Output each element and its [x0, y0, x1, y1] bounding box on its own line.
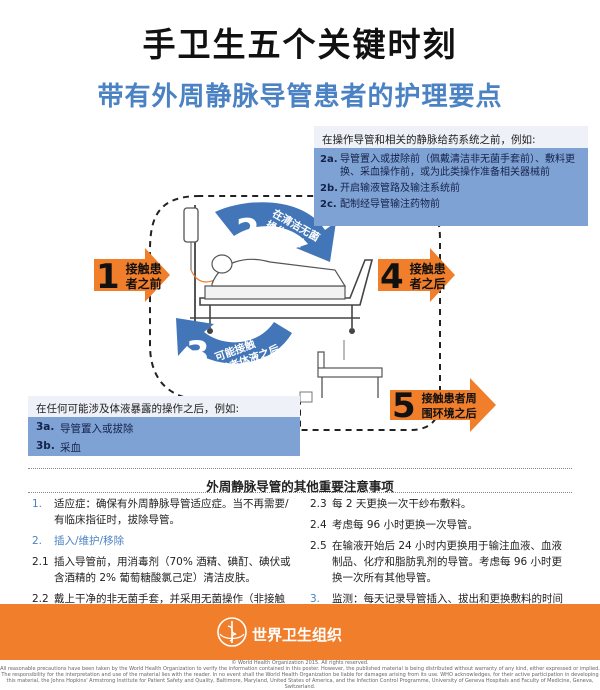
moment-3: 3 可能接触 患者体液之后	[186, 331, 281, 377]
moment-4-label: 接触患 者之后	[410, 262, 446, 292]
moment-2: 2 在清洁无菌 操作之前	[236, 208, 321, 252]
exposure-item-text: 采血	[60, 442, 81, 454]
note-item: 2.5 在输液开始后 24 小时内更换用于输注血液、血液制品、化疗和脂肪乳剂的导…	[310, 538, 572, 586]
aseptic-item-code: 2b.	[320, 183, 338, 194]
exposure-item-code: 3b.	[36, 440, 55, 452]
who-logo-icon	[217, 617, 247, 647]
note-number: 2.1	[32, 556, 49, 568]
poster-subtitle: 带有外周静脉导管患者的护理要点	[97, 82, 503, 112]
note-number: 2.5	[310, 540, 327, 552]
note-text: 每 2 天更换一次干纱布敷料。	[332, 498, 472, 510]
note-text: 在输液开始后 24 小时内更换用于输注血液、血液制品、化疗和脂肪乳剂的导管。考虑…	[332, 540, 563, 584]
exposure-item-code: 3a.	[36, 421, 55, 433]
moment-1: 1 接触患 者之前	[96, 257, 162, 297]
moment-4-number: 4	[380, 257, 404, 297]
moment-5-number: 5	[392, 386, 416, 426]
note-item: 2.1 插入导管前，用消毒剂（70% 酒精、碘酊、碘伏或含酒精的 2% 葡萄糖酸…	[32, 554, 294, 586]
aseptic-item-code: 2a.	[320, 154, 338, 165]
moment-2-label: 在清洁无菌 操作之前	[263, 208, 321, 257]
moment-3-number: 3	[186, 334, 210, 374]
note-number: 2.3	[310, 498, 327, 510]
copyright-text: © World Health Organization 2015. All ri…	[0, 660, 600, 690]
moment-1-arrow-icon	[94, 248, 170, 302]
note-item: 1. 适应症：确保有外周静脉导管适应症。当不再需要/有临床指征时，拔除导管。	[32, 496, 294, 528]
note-number: 1.	[32, 498, 43, 510]
moment-3-label: 可能接触 患者体液之后	[213, 331, 281, 377]
aseptic-item-text: 配制经导管输注药物前	[340, 199, 440, 210]
notes-title: 外周静脉导管的其他重要注意事项	[206, 479, 394, 494]
divider	[28, 492, 572, 493]
moment-4-arrow-icon	[378, 248, 455, 302]
moment-5-arrow-icon	[390, 378, 496, 432]
aseptic-item: 2b. 开启输液管路及输注系统前	[314, 182, 588, 195]
bed-with-patient-icon	[190, 254, 374, 334]
moments-diagram	[94, 195, 496, 432]
note-text: 考虑每 96 小时更换一次导管。	[332, 519, 479, 531]
moment-4: 4 接触患 者之后	[380, 257, 446, 297]
moment-1-number: 1	[96, 257, 120, 297]
note-item: 2. 插入/维护/移除	[32, 533, 294, 549]
aseptic-procedures-box: 在操作导管和相关的静脉给药系统之前，例如: 2a. 导管置入或拔除前（佩戴清洁非…	[314, 126, 588, 226]
note-item: 2.4 考虑每 96 小时更换一次导管。	[310, 517, 572, 533]
aseptic-item-code: 2c.	[320, 199, 337, 210]
empty-bed-icon	[299, 340, 383, 403]
aseptic-item: 2c. 配制经导管输注药物前	[314, 198, 588, 211]
moment-4-line2: 者之后	[409, 277, 446, 291]
divider	[28, 468, 572, 469]
poster-title: 手卫生五个关键时刻	[142, 25, 458, 64]
iv-stand-icon	[183, 205, 226, 330]
note-number: 2.2	[32, 593, 49, 605]
moment-4-line1: 接触患	[409, 262, 446, 276]
note-text: 适应症：确保有外周静脉导管适应症。当不再需要/有临床指征时，拔除导管。	[54, 498, 289, 526]
exposure-item: 3b. 采血	[28, 436, 300, 455]
exposure-item: 3a. 导管置入或拔除	[28, 417, 300, 436]
exposure-item-text: 导管置入或拔除	[60, 423, 134, 435]
note-text: 插入导管前，用消毒剂（70% 酒精、碘酊、碘伏或含酒精的 2% 葡萄糖酸氯己定）…	[54, 556, 291, 584]
disclaimer-text: All reasonable precautions have been tak…	[0, 666, 600, 690]
note-number: 2.	[32, 535, 43, 547]
moment-3-arrow-icon	[176, 318, 292, 364]
fluid-exposure-box: 在任何可能涉及体液暴露的操作之后，例如: 3a. 导管置入或拔除 3b. 采血	[28, 396, 300, 456]
moment-1-label: 接触患 者之前	[126, 262, 162, 292]
aseptic-item-text: 开启输液管路及输注系统前	[340, 183, 460, 194]
moment-5-label: 接触患者周 围环境之后	[422, 391, 477, 421]
moment-1-line1: 接触患	[125, 262, 162, 276]
footer-banner: 世界卫生组织	[0, 604, 600, 660]
copyright-line: © World Health Organization 2015. All ri…	[231, 660, 369, 666]
exposure-box-header: 在任何可能涉及体液暴露的操作之后，例如:	[28, 396, 300, 417]
note-item: 2.3 每 2 天更换一次干纱布敷料。	[310, 496, 572, 512]
aseptic-box-header: 在操作导管和相关的静脉给药系统之前，例如:	[314, 126, 588, 148]
aseptic-item: 2a. 导管置入或拔除前（佩戴清洁非无菌手套前）、敷料更换、采血操作前，或为此类…	[314, 153, 588, 179]
org-name: 世界卫生组织	[252, 626, 343, 644]
note-number: 2.4	[310, 519, 327, 531]
moment-5-line2: 围环境之后	[421, 407, 477, 420]
note-text: 插入/维护/移除	[54, 535, 125, 547]
moment-5: 5 接触患者周 围环境之后	[392, 386, 477, 426]
moment-1-line2: 者之前	[125, 277, 162, 291]
note-number: 3.	[310, 593, 321, 605]
aseptic-item-text: 导管置入或拔除前（佩戴清洁非无菌手套前）、敷料更换、采血操作前，或为此类操作准备…	[340, 154, 575, 178]
moment-2-arrow-icon	[215, 202, 336, 262]
moment-5-line1: 接触患者周	[421, 392, 477, 405]
moment-2-number: 2	[236, 212, 260, 252]
